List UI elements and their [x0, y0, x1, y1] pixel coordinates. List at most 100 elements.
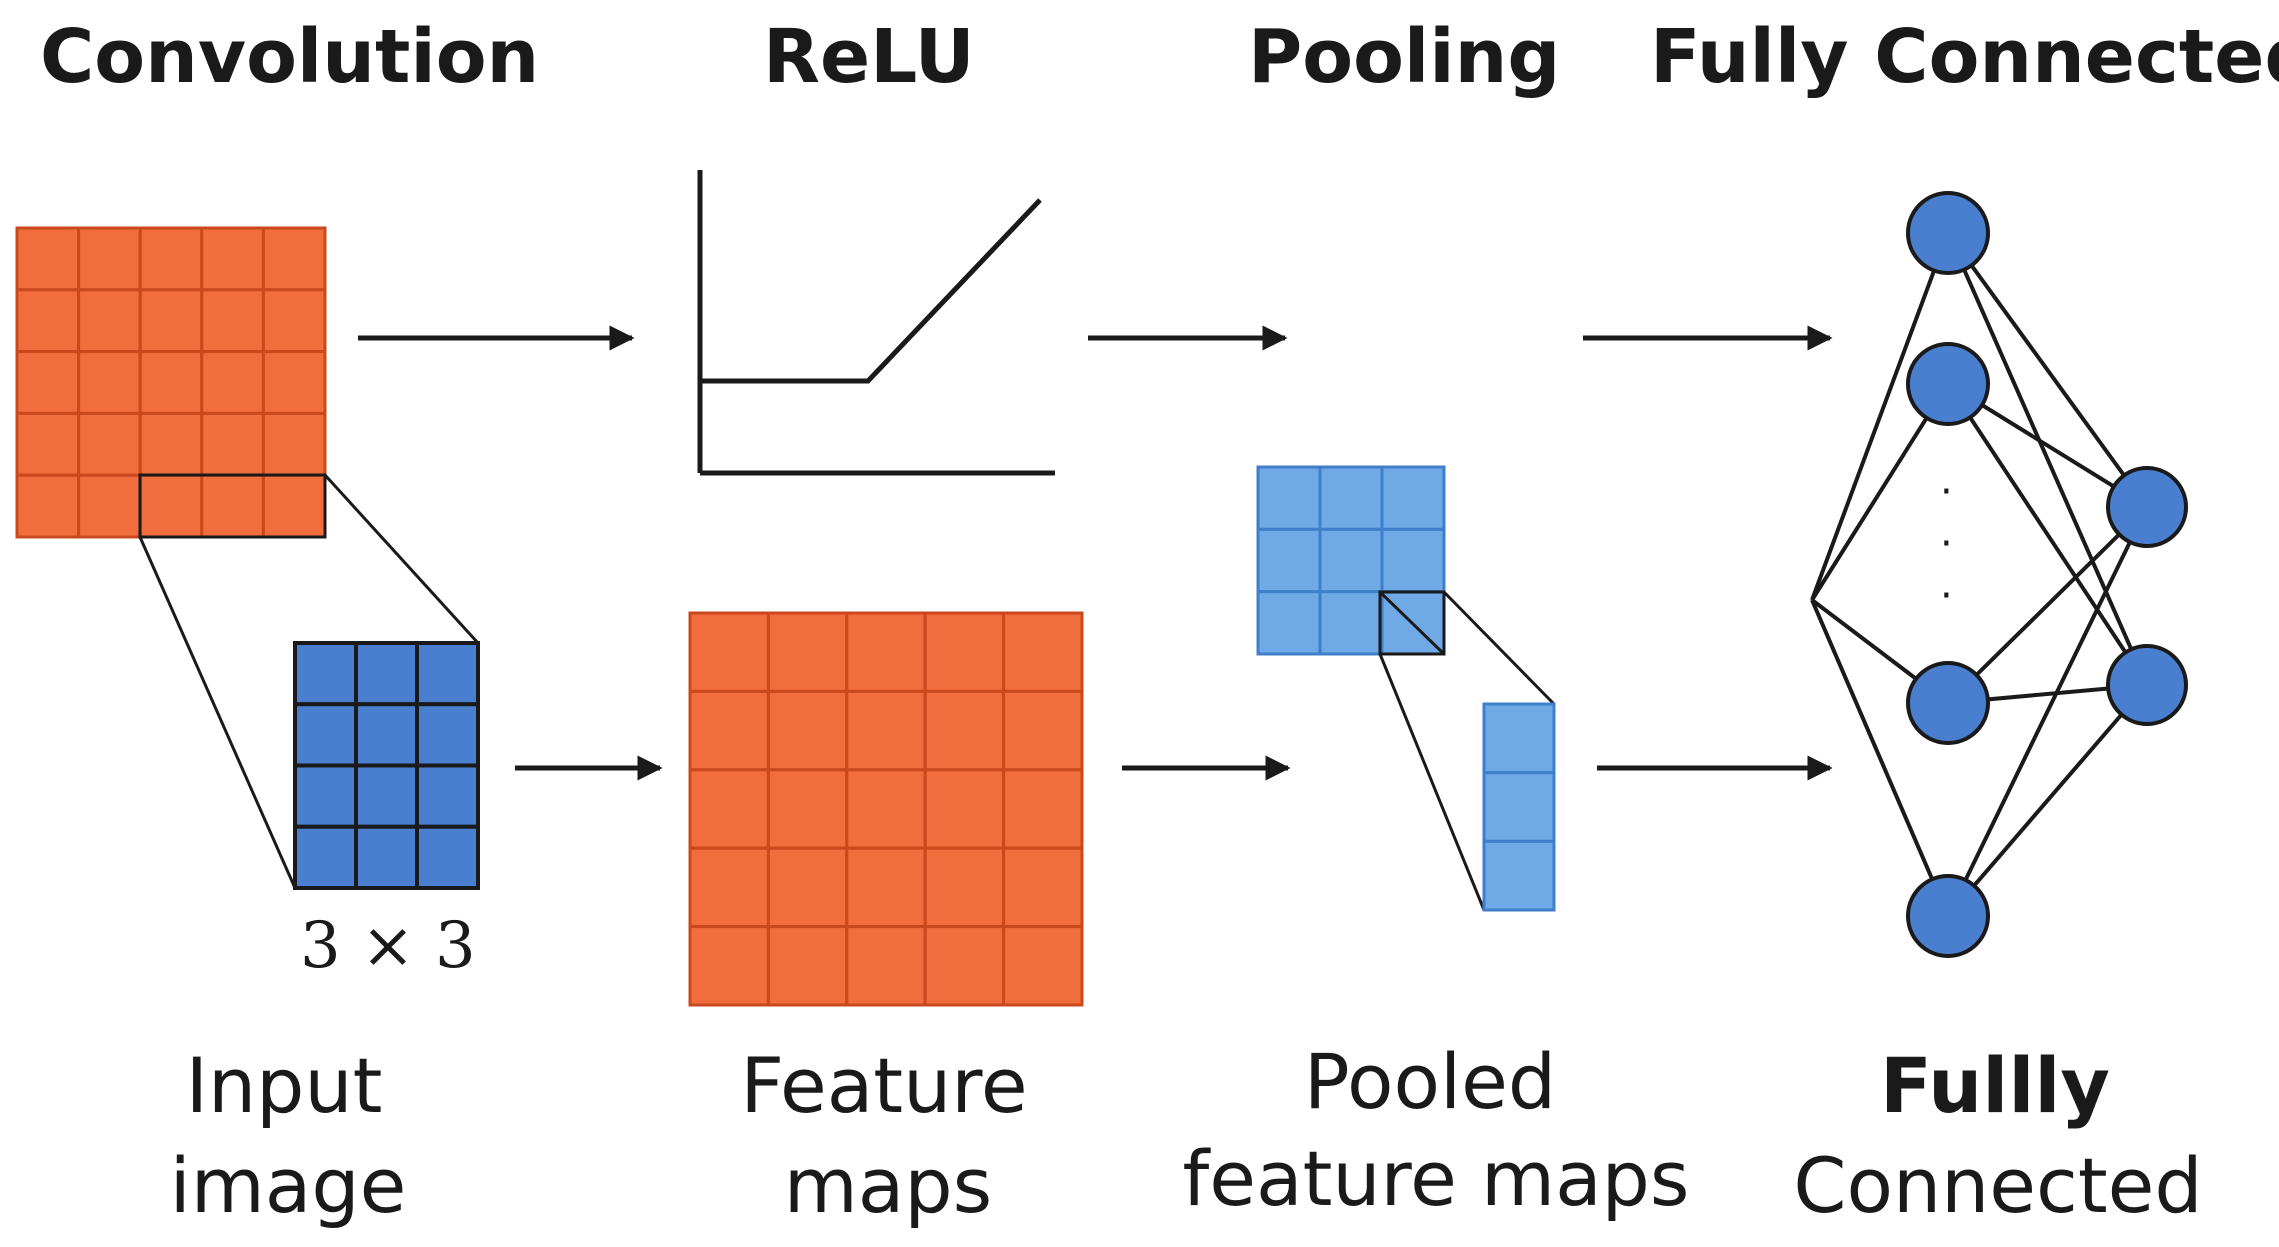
feature-map-cell	[845, 768, 927, 850]
feature-map-cell	[1002, 689, 1084, 772]
feature-map-cell	[688, 611, 770, 693]
kernel-cell	[354, 824, 419, 890]
input-image-cell	[261, 473, 327, 539]
feature-maps-grid	[688, 611, 1084, 1007]
fc-hidden-edge	[1946, 382, 2149, 687]
input-image-cell	[138, 473, 204, 539]
input-image-cell	[261, 411, 327, 477]
pooled-cell	[1380, 465, 1446, 531]
input-image-cell	[77, 350, 142, 415]
fc-hidden-node	[1906, 661, 1990, 745]
feature-map-cell	[845, 611, 927, 693]
feature-map-cell	[1002, 846, 1084, 929]
pooled-column-cell	[1482, 771, 1556, 843]
feature-map-cell	[1002, 925, 1084, 1007]
feature-map-cell	[766, 689, 849, 772]
input-image-cell	[200, 473, 265, 539]
input-image-cell	[15, 411, 81, 477]
input-image-cell	[138, 411, 204, 477]
header-relu: ReLU	[763, 14, 975, 100]
fc-hidden-edge	[1946, 506, 2149, 917]
pooled-column-cell	[1482, 839, 1556, 912]
feature-map-cell	[766, 768, 849, 850]
pooled-cell	[1256, 527, 1322, 594]
feature-map-cell	[845, 925, 927, 1007]
caption-pooled-line2: feature maps	[1183, 1134, 1690, 1223]
input-image-cell	[261, 288, 327, 354]
header-pooling: Pooling	[1248, 14, 1560, 100]
caption-fc-line1: Fullly	[1880, 1041, 2110, 1130]
caption-pooled-line1: Pooled	[1304, 1037, 1556, 1126]
feature-map-cell	[688, 768, 770, 850]
feature-map-cell	[1002, 611, 1084, 693]
header-convolution: Convolution	[40, 14, 539, 100]
input-image-cell	[77, 473, 142, 539]
input-image-cell	[200, 350, 265, 415]
input-image-cell	[77, 288, 142, 354]
kernel-cell	[415, 702, 480, 768]
pooled-cell	[1318, 465, 1384, 531]
input-image-cell	[138, 350, 204, 415]
input-image-cell	[15, 288, 81, 354]
kernel-cell	[415, 824, 480, 890]
fc-hidden-edge	[1946, 505, 2149, 705]
kernel-cell	[293, 641, 358, 707]
input-image-cell	[138, 288, 204, 354]
feature-map-cell	[923, 768, 1006, 850]
input-image-cell	[77, 226, 142, 292]
kernel-cell	[354, 641, 419, 707]
input-image-cell	[261, 350, 327, 415]
caption-input-line2: image	[170, 1141, 407, 1230]
caption-feature-line2: maps	[784, 1141, 992, 1230]
fc-hidden-edge	[1946, 232, 2149, 686]
feature-map-cell	[766, 611, 849, 693]
input-image-cell	[77, 411, 142, 477]
pooled-cell	[1380, 527, 1446, 594]
fc-output-node	[2106, 466, 2188, 548]
feature-map-cell	[845, 846, 927, 929]
kernel-cell	[415, 641, 480, 707]
feature-map-cell	[923, 925, 1006, 1007]
feature-map-cell	[766, 846, 849, 929]
pooled-feature-column	[1482, 702, 1556, 912]
pooled-column-cell	[1482, 702, 1556, 775]
input-image-cell	[15, 350, 81, 415]
kernel-size-label: 3 × 3	[300, 909, 476, 983]
fc-hidden-node	[1906, 191, 1990, 275]
fc-hidden-edge	[1946, 683, 2149, 918]
input-image-cell	[138, 226, 204, 292]
kernel-cell	[415, 763, 480, 829]
feature-map-cell	[766, 925, 849, 1007]
kernel-projection-lines	[138, 473, 480, 889]
caption-input-line1: Input	[186, 1041, 383, 1130]
fc-ellipsis: · · ·	[1940, 469, 1953, 619]
pooled-cell	[1256, 590, 1322, 656]
ellipsis-dot-2: ·	[1940, 521, 1953, 567]
pooled-feature-grid	[1256, 465, 1446, 656]
input-image-cell	[200, 288, 265, 354]
pooled-cell	[1256, 465, 1322, 531]
relu-curve	[700, 198, 1042, 384]
feature-map-cell	[688, 689, 770, 772]
kernel-grid	[293, 641, 480, 890]
input-image-cell	[200, 226, 265, 292]
fc-hidden-node	[1906, 342, 1990, 426]
fc-output-node	[2106, 644, 2188, 726]
caption-feature-line1: Feature	[740, 1041, 1027, 1130]
kernel-cell	[354, 702, 419, 768]
kernel-cell	[293, 702, 358, 768]
feature-map-cell	[923, 846, 1006, 929]
fc-input-edge	[1810, 382, 1950, 602]
fc-network-nodes	[1906, 191, 2188, 958]
pooling-projection-lines	[1378, 590, 1556, 911]
input-image-cell	[15, 473, 81, 539]
fc-input-edge	[1810, 232, 1950, 601]
caption-fc-line2: Connected	[1793, 1141, 2202, 1230]
feature-map-cell	[688, 925, 770, 1007]
pooled-cell	[1318, 590, 1384, 656]
fc-network-edges	[1810, 231, 2149, 918]
kernel-cell	[293, 763, 358, 829]
ellipsis-dot-3: ·	[1940, 573, 1953, 619]
feature-map-cell	[845, 689, 927, 772]
